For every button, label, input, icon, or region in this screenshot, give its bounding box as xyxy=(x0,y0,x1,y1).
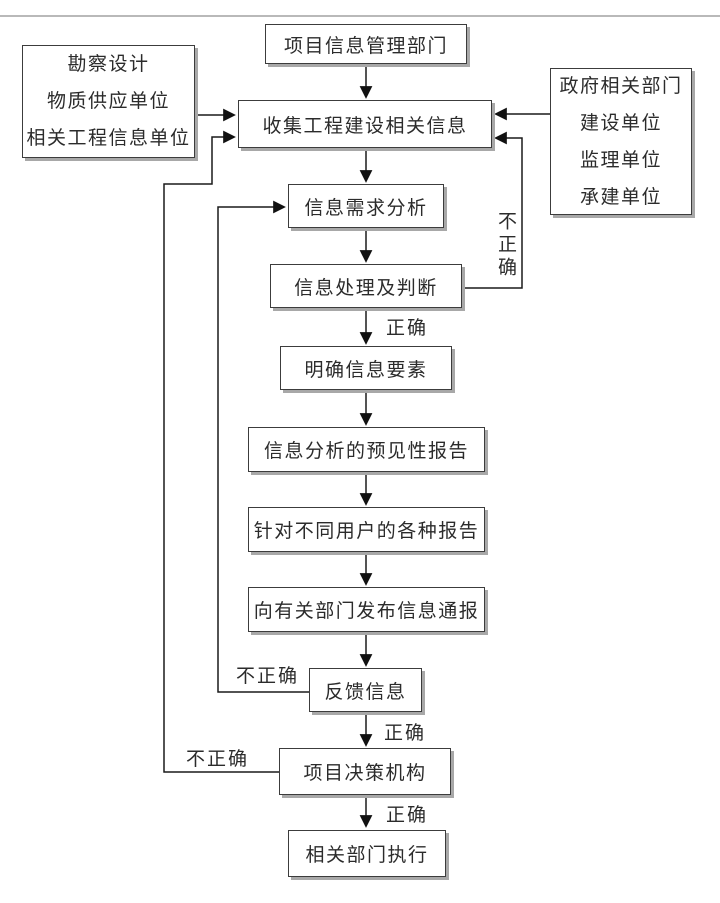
flow-node-notify-departments: 向有关部门发布信息通报 xyxy=(248,587,485,632)
node-label: 反馈信息 xyxy=(324,681,407,703)
edge-processing-incorrect-to-collect xyxy=(462,131,523,289)
flow-node-collect-info: 收集工程建设相关信息 xyxy=(238,100,492,148)
flow-node-user-reports: 针对不同用户的各种报告 xyxy=(248,507,485,552)
node-label: 项目决策机构 xyxy=(303,763,427,784)
label-incorrect-decision: 不正确 xyxy=(186,749,250,770)
node-label-line: 承建单位 xyxy=(579,186,662,208)
node-label: 信息分析的预见性报告 xyxy=(263,441,469,462)
node-label-line: 建设单位 xyxy=(579,112,662,134)
flow-node-demand-analysis: 信息需求分析 xyxy=(288,184,444,228)
flow-node-info-management-dept: 项目信息管理部门 xyxy=(265,24,467,64)
flow-node-right-source-units: 政府相关部门 建设单位 监理单位 承建单位 xyxy=(550,68,692,215)
node-label: 明确信息要素 xyxy=(304,359,428,381)
node-label: 收集工程建设相关信息 xyxy=(262,115,468,137)
node-label: 信息需求分析 xyxy=(304,197,428,219)
label-correct-after-decision: 正确 xyxy=(386,805,429,826)
node-label: 信息处理及判断 xyxy=(294,277,438,299)
label-correct-after-feedback: 正确 xyxy=(384,723,427,744)
node-label-line: 相关工程信息单位 xyxy=(26,128,191,149)
label-incorrect-feedback: 不正确 xyxy=(236,666,300,687)
edge-decision-incorrect-to-collect xyxy=(163,130,279,773)
label-correct-after-processing: 正确 xyxy=(386,318,429,339)
node-label: 向有关部门发布信息通报 xyxy=(253,601,480,622)
node-label: 项目信息管理部门 xyxy=(283,35,448,57)
node-label: 相关部门执行 xyxy=(305,845,429,866)
flow-node-left-source-units: 勘察设计 物质供应单位 相关工程信息单位 xyxy=(22,45,195,158)
node-label: 针对不同用户的各种报告 xyxy=(253,521,480,542)
flow-node-decision-body: 项目决策机构 xyxy=(279,748,451,795)
flow-node-predictive-report: 信息分析的预见性报告 xyxy=(248,427,485,472)
edge-feedback-incorrect-to-demand xyxy=(217,200,309,693)
node-label-line: 监理单位 xyxy=(579,149,662,171)
node-label-line: 物质供应单位 xyxy=(46,91,170,112)
label-incorrect-processing: 不正确 xyxy=(495,211,516,280)
flow-node-execute-departments: 相关部门执行 xyxy=(288,830,446,877)
top-divider-line xyxy=(0,15,720,17)
node-label-line: 政府相关部门 xyxy=(559,75,683,97)
flow-node-feedback-info: 反馈信息 xyxy=(309,668,422,712)
flow-node-clarify-elements: 明确信息要素 xyxy=(280,346,452,390)
node-label-line: 勘察设计 xyxy=(67,54,150,75)
flow-node-processing-judgement: 信息处理及判断 xyxy=(270,264,462,308)
